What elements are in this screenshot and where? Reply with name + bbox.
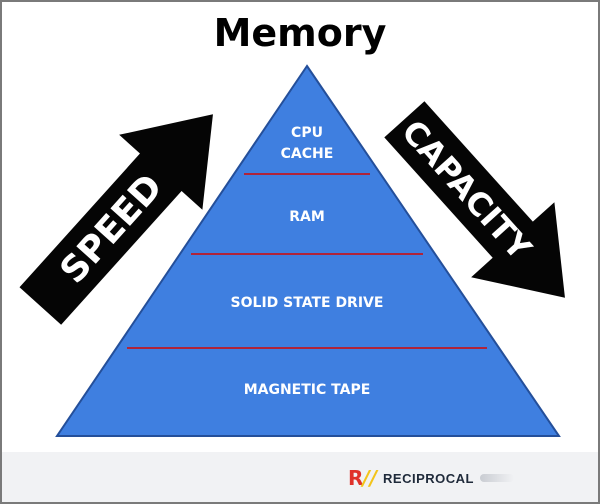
tier-label-cpu: CPU	[291, 125, 323, 141]
speed-arrow-icon	[19, 114, 213, 325]
tier-label-tape: MAGNETIC TAPE	[244, 382, 371, 398]
brand-name: RECIPROCAL	[383, 470, 474, 486]
tier-label-cache: CACHE	[281, 146, 334, 162]
brand-logo: R// RECIPROCAL	[348, 468, 514, 488]
brand-mark-icon: R//	[348, 466, 378, 490]
pyramid-shape	[55, 64, 561, 437]
footer-band: R// RECIPROCAL	[2, 452, 598, 502]
brand-fade	[480, 474, 514, 482]
tier-label-ssd: SOLID STATE DRIVE	[231, 295, 384, 311]
capacity-arrow-icon	[384, 101, 565, 298]
diagram-title: Memory	[214, 11, 387, 55]
tier-label-ram: RAM	[289, 209, 325, 225]
